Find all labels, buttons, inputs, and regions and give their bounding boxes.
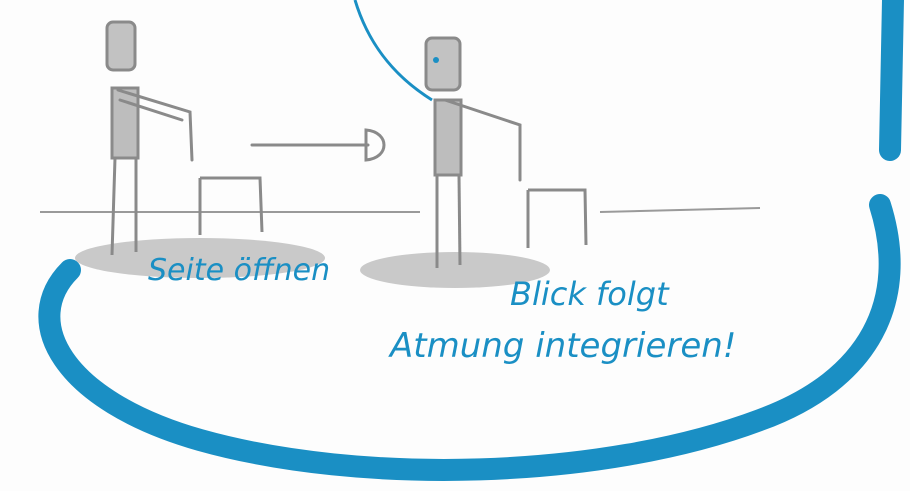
blue-right-bar [890, 0, 893, 150]
figure-right [355, 0, 586, 268]
gaze-line [355, 0, 432, 100]
label-blick-folgt: Blick folgt [510, 275, 670, 313]
arrow-icon [252, 130, 384, 160]
figure-left [107, 22, 262, 255]
floor-line-right [600, 208, 760, 212]
label-atmung: Atmung integrieren! [388, 326, 736, 366]
label-seite-oeffnen: Seite öffnen [148, 253, 330, 288]
